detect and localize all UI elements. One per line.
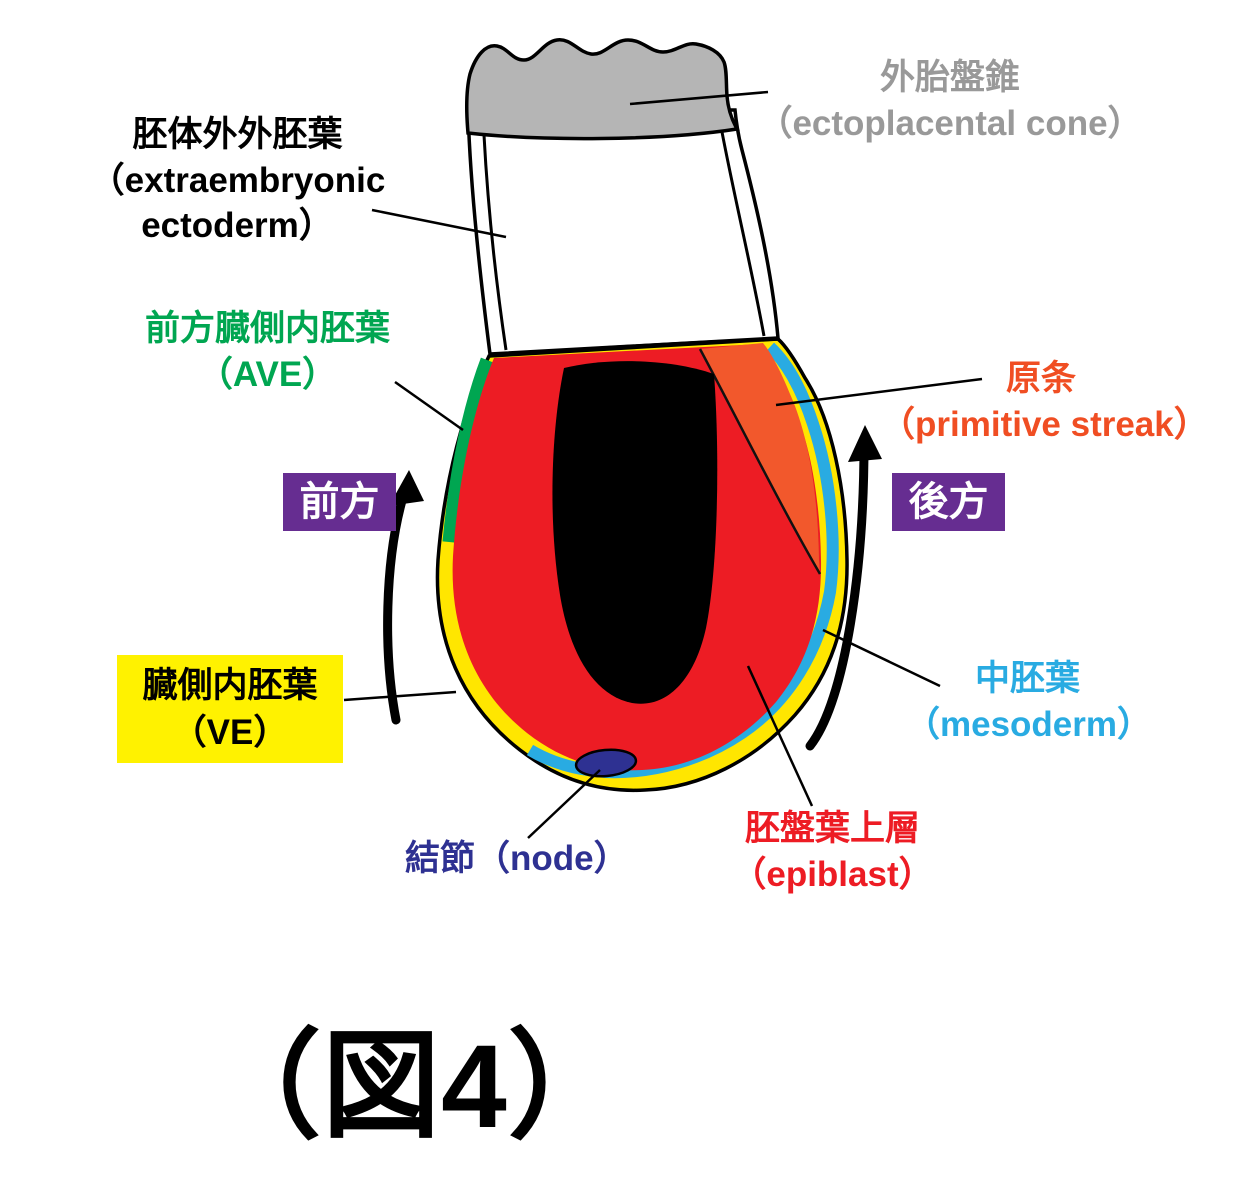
cavity-shape: [552, 361, 718, 704]
primitive-streak-shape: [700, 343, 820, 574]
label-ectoplacental-cone-jp: 外胎盤錐: [879, 58, 1020, 97]
posterior-arrowhead-icon: [848, 425, 882, 462]
label-extraembryonic-en2: ectoderm）: [141, 206, 334, 245]
label-ave-en: （AVE）: [197, 354, 338, 394]
pointer-node: [527, 769, 601, 839]
label-node: 結節（node）: [405, 839, 629, 878]
label-extraembryonic-jp: 胚体外外胚葉: [132, 115, 343, 154]
label-mesoderm: 中胚葉 （mesoderm）: [905, 656, 1153, 747]
label-ave: 前方臓側内胚葉 （AVE）: [105, 306, 430, 397]
primitive-streak-boundary-line: [698, 348, 822, 575]
label-primitive-streak-jp: 原条: [1005, 359, 1076, 398]
label-primitive-streak-en: （primitive streak）: [880, 404, 1209, 444]
ectoplacental-cone-shape: [464, 38, 740, 141]
anterior-tag: 前方: [283, 473, 396, 531]
label-ectoplacental-cone-en: （ectoplacental cone）: [757, 103, 1143, 143]
pointer-primitive-streak: [775, 377, 983, 407]
anterior-arrow: [383, 492, 408, 725]
label-ve-jp: 臓側内胚葉: [142, 665, 318, 705]
label-extraembryonic-ectoderm: 胚体外外胚葉 （extraembryonic ectoderm）: [80, 112, 395, 249]
right-inner-wall-line: [720, 131, 766, 337]
pointer-ave: [394, 380, 464, 432]
left-inner-wall-line: [482, 134, 508, 351]
label-ve-en: （VE）: [171, 713, 289, 752]
posterior-tag: 後方: [892, 473, 1005, 531]
label-ave-jp: 前方臓側内胚葉: [144, 309, 390, 348]
pointer-ve: [343, 690, 457, 702]
anterior-arrowhead-icon: [389, 470, 424, 506]
cup-top-boundary-line: [488, 337, 779, 358]
pointer-mesoderm: [822, 628, 941, 688]
label-mesoderm-en: （mesoderm）: [905, 704, 1153, 744]
label-ectoplacental-cone: 外胎盤錐 （ectoplacental cone）: [750, 55, 1150, 146]
label-epiblast-jp: 胚盤葉上層: [744, 809, 920, 848]
label-extraembryonic-en1: （extraembryonic: [89, 160, 386, 200]
pointer-ectoplacental-cone: [629, 90, 769, 106]
label-epiblast-en: （epiblast）: [731, 854, 934, 894]
pointer-epiblast: [746, 665, 814, 807]
pointer-extraembryonic-ectoderm: [371, 208, 507, 239]
label-ve: 臓側内胚葉 （VE）: [117, 655, 343, 763]
posterior-arrow: [805, 439, 869, 751]
figure-caption: （図4）: [203, 1021, 627, 1153]
node-shape: [574, 748, 638, 778]
label-primitive-streak: 原条 （primitive streak）: [880, 356, 1209, 447]
extraembryonic-ectoderm-shape: [466, 108, 780, 356]
label-mesoderm-jp: 中胚葉: [974, 659, 1080, 698]
ave-strip-shape: [442, 357, 494, 543]
label-epiblast: 胚盤葉上層 （epiblast）: [715, 806, 950, 897]
